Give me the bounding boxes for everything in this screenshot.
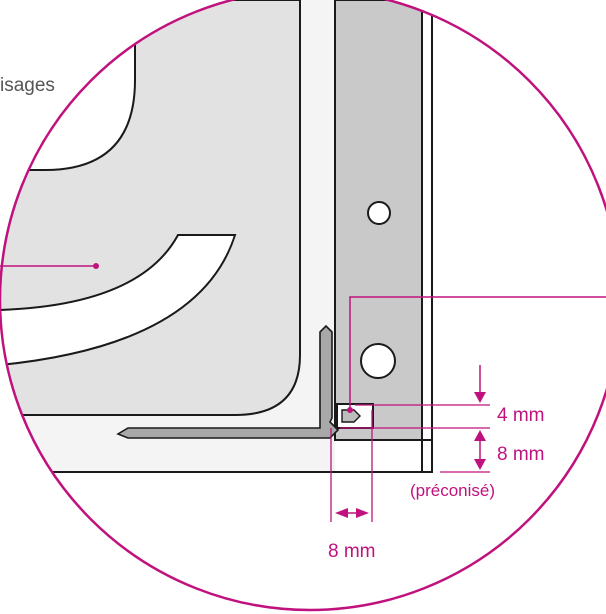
leader-right <box>349 296 606 410</box>
hole-lower <box>360 343 396 379</box>
dim-4mm-label: 4 mm <box>497 405 545 426</box>
side-panel-edge <box>421 0 433 473</box>
dim-4mm-arrowhead <box>474 392 486 403</box>
middle-strip <box>0 234 237 367</box>
dim-recommended-label: (préconisé) <box>410 481 495 500</box>
hole-upper <box>367 201 391 225</box>
dim-8mm-h-arrow-right <box>356 508 369 518</box>
l-profile <box>116 324 340 439</box>
dim-8mm-vertical-label: 8 mm <box>497 444 545 465</box>
dim-8mm-arrow-down <box>474 459 486 470</box>
label-top-left: isages <box>0 75 55 96</box>
inner-band <box>0 0 335 472</box>
leader-left-dot <box>93 263 99 269</box>
dim-8mm-horizontal-label: 8 mm <box>328 541 376 562</box>
leader-right-dot <box>347 407 353 413</box>
dim-8mm-arrow-up <box>474 430 486 441</box>
dim-8mm-h-arrow-left <box>335 508 348 518</box>
magnified-view <box>0 0 433 473</box>
